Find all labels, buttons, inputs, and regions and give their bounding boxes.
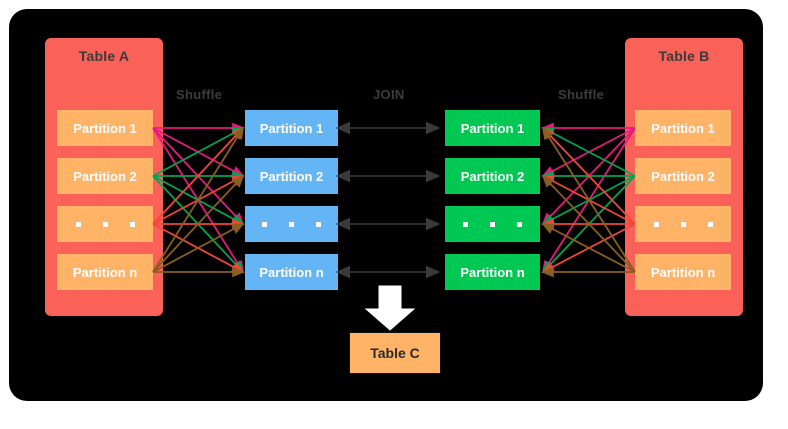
shuffled-b-partition-2[interactable]: Partition 2 bbox=[445, 158, 540, 194]
table-a-partition-2-label: Partition 2 bbox=[73, 168, 137, 184]
table-b-title: Table B bbox=[658, 48, 710, 64]
shuffled-b-partition-1-label: Partition 1 bbox=[460, 120, 525, 136]
table-c-box[interactable]: Table C bbox=[349, 332, 441, 374]
shuffled-b-partition-1[interactable]: Partition 1 bbox=[445, 110, 540, 146]
table-b-partition-ellipsis[interactable] bbox=[635, 206, 731, 242]
join-label: JOIN bbox=[373, 87, 405, 102]
table-a-partition-n-label: Partition n bbox=[72, 264, 138, 280]
table-a-partition-n[interactable]: Partition n bbox=[57, 254, 153, 290]
shuffled-b-partition-n[interactable]: Partition n bbox=[445, 254, 540, 290]
ellipsis-dots bbox=[75, 221, 135, 227]
shuffled-b-partition-ellipsis[interactable] bbox=[445, 206, 540, 242]
shuffle-label-left: Shuffle bbox=[176, 87, 223, 102]
shuffled-b-partition-2-label: Partition 2 bbox=[460, 168, 525, 184]
shuffled-a-partition-2[interactable]: Partition 2 bbox=[245, 158, 338, 194]
shuffle-label-right: Shuffle bbox=[558, 87, 605, 102]
table-a-partition-2[interactable]: Partition 2 bbox=[57, 158, 153, 194]
table-c-label: Table C bbox=[370, 345, 420, 361]
table-a-title: Table A bbox=[78, 48, 130, 64]
shuffled-a-partition-1-label: Partition 1 bbox=[259, 120, 324, 136]
shuffled-a-partition-1[interactable]: Partition 1 bbox=[245, 110, 338, 146]
table-b-partition-2[interactable]: Partition 2 bbox=[635, 158, 731, 194]
shuffled-b-partition-n-label: Partition n bbox=[460, 264, 525, 280]
shuffled-a-partition-n-label: Partition n bbox=[259, 264, 324, 280]
ellipsis-dots bbox=[262, 221, 321, 227]
table-b-partition-2-label: Partition 2 bbox=[651, 168, 715, 184]
table-a-partition-1-label: Partition 1 bbox=[73, 120, 137, 136]
shuffled-a-partition-n[interactable]: Partition n bbox=[245, 254, 338, 290]
table-b-partition-n-label: Partition n bbox=[650, 264, 716, 280]
table-a-partition-1[interactable]: Partition 1 bbox=[57, 110, 153, 146]
shuffled-a-partition-ellipsis[interactable] bbox=[245, 206, 338, 242]
table-b-partition-n[interactable]: Partition n bbox=[635, 254, 731, 290]
shuffled-a-partition-2-label: Partition 2 bbox=[259, 168, 324, 184]
table-a-partition-ellipsis[interactable] bbox=[57, 206, 153, 242]
ellipsis-dots bbox=[653, 221, 713, 227]
ellipsis-dots bbox=[463, 221, 522, 227]
table-b-partition-1-label: Partition 1 bbox=[651, 120, 715, 136]
table-b-partition-1[interactable]: Partition 1 bbox=[635, 110, 731, 146]
